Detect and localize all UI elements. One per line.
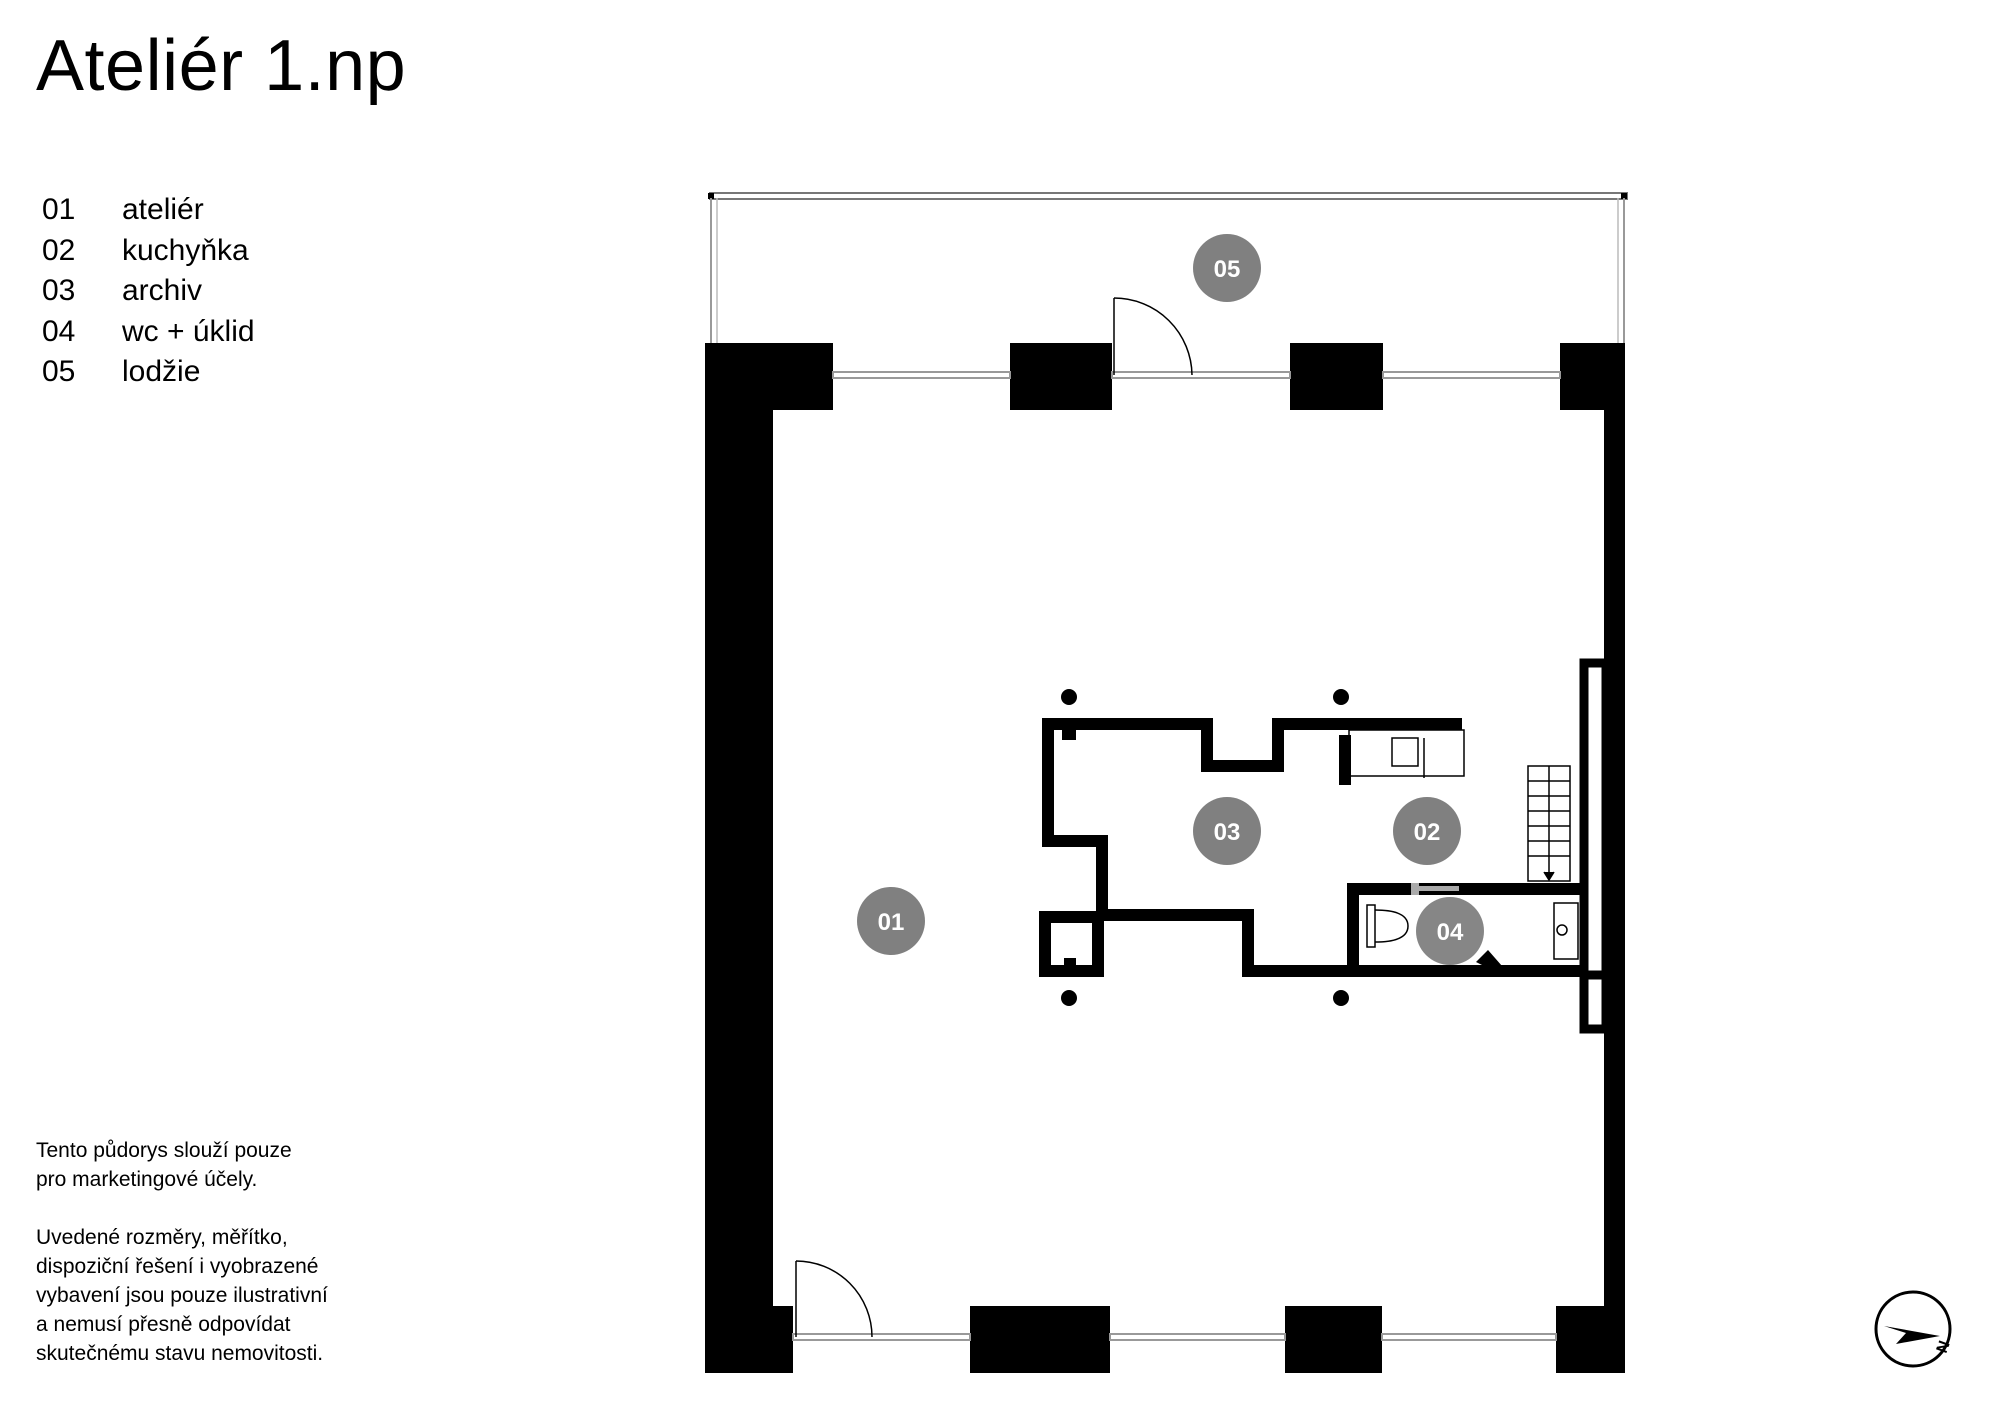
kitchen-counter xyxy=(1348,729,1465,778)
toilet xyxy=(1366,904,1409,948)
disclaimer-text: Tento půdorys slouží pouze pro marketing… xyxy=(36,1136,376,1397)
legend-item: 05 lodžie xyxy=(42,352,255,393)
columns xyxy=(1061,689,1349,1006)
page-title: Ateliér 1.np xyxy=(36,26,407,106)
exterior-walls xyxy=(705,343,1625,1373)
legend-label: lodžie xyxy=(122,355,201,389)
room-marker-label: 01 xyxy=(878,909,905,936)
right-shaft xyxy=(1579,658,1611,1034)
door-entrance xyxy=(795,1260,873,1338)
door-loggia xyxy=(1113,297,1193,376)
north-arrow-icon: N xyxy=(1874,1290,1954,1368)
room-legend: 01 ateliér 02 kuchyňka 03 archiv 04 wc +… xyxy=(42,190,255,393)
legend-number: 03 xyxy=(42,274,76,308)
room-marker-05: 05 xyxy=(1193,234,1261,302)
legend-number: 04 xyxy=(42,314,76,348)
legend-item: 03 archiv xyxy=(42,271,255,312)
staircase xyxy=(1527,765,1571,882)
north-label: N xyxy=(1934,1339,1954,1356)
room-marker-01: 01 xyxy=(857,887,925,955)
room-marker-04: 04 xyxy=(1416,897,1484,965)
legend-item: 02 kuchyňka xyxy=(42,231,255,272)
interior-wall-details xyxy=(1062,730,1459,969)
wc-door xyxy=(1476,950,1502,971)
room-marker-label: 02 xyxy=(1414,819,1441,846)
legend-label: archiv xyxy=(122,274,203,308)
room-marker-03: 03 xyxy=(1193,797,1261,865)
legend-number: 01 xyxy=(42,193,76,227)
legend-item: 04 wc + úklid xyxy=(42,312,255,353)
room-marker-02: 02 xyxy=(1393,797,1461,865)
disclaimer-paragraph: Uvedené rozměry, měřítko, dispoziční řeš… xyxy=(36,1226,328,1365)
legend-label: kuchyňka xyxy=(122,233,249,267)
washbasin xyxy=(1553,902,1579,960)
room-marker-label: 04 xyxy=(1437,919,1464,946)
legend-label: wc + úklid xyxy=(122,314,255,348)
interior-walls xyxy=(1039,718,1583,977)
legend-number: 05 xyxy=(42,355,76,389)
room-marker-label: 05 xyxy=(1214,256,1241,283)
legend-number: 02 xyxy=(42,233,76,267)
loggia xyxy=(708,192,1628,345)
legend-label: ateliér xyxy=(122,193,204,227)
windows xyxy=(792,371,1561,1341)
legend-item: 01 ateliér xyxy=(42,190,255,231)
disclaimer-paragraph: Tento půdorys slouží pouze pro marketing… xyxy=(36,1139,292,1191)
room-marker-label: 03 xyxy=(1214,819,1241,846)
